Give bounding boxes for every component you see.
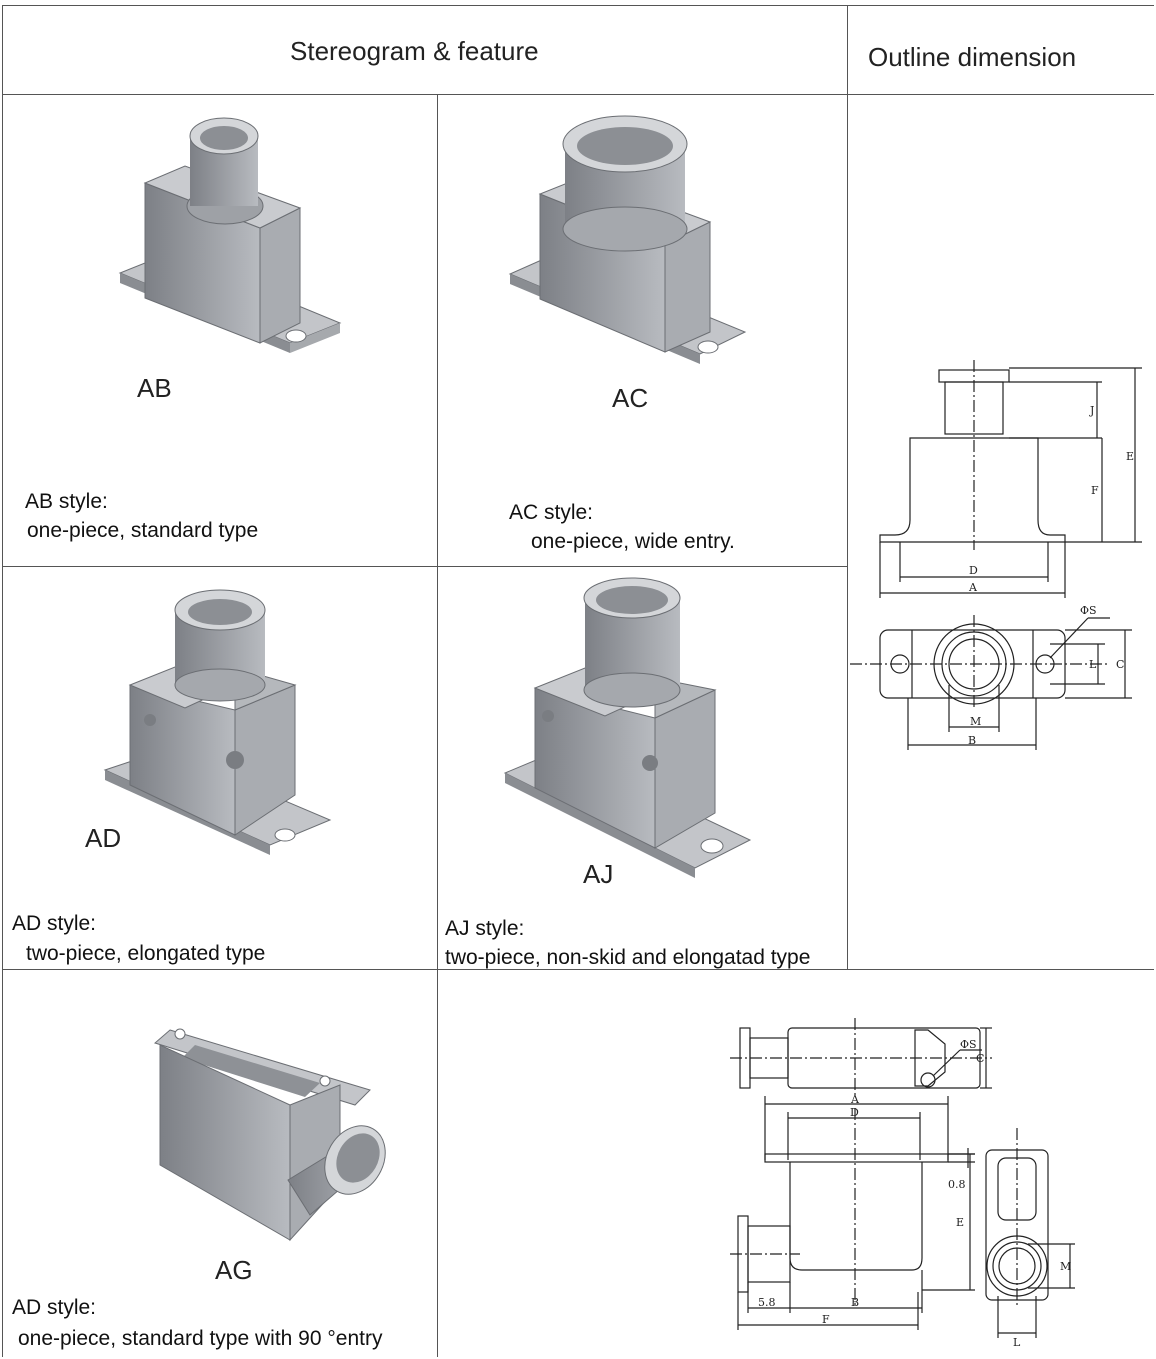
- row-divider-1: [2, 566, 848, 567]
- outline-drawing-bottom: ΦS C A D 0.8 E M 5.8 B F L: [730, 1018, 1075, 1349]
- ag-caption-title: AD style:: [12, 1296, 97, 1319]
- header-outline-dimension: Outline dimension: [868, 42, 1077, 72]
- header-divider: [2, 94, 1154, 95]
- dim-label: F: [1091, 484, 1099, 497]
- ad-hood-image: [103, 589, 332, 855]
- ab-caption-desc: one-piece, standard type: [27, 519, 259, 542]
- dim-label: L: [1013, 1336, 1021, 1349]
- col-divider-outline: [847, 5, 848, 969]
- ad-caption-title: AD style:: [12, 912, 97, 935]
- outline-drawing-top: J E F D A ΦS L C M B: [850, 360, 1142, 750]
- header-stereogram: Stereogram & feature: [290, 36, 539, 66]
- dim-label: D: [969, 564, 978, 577]
- dim-label: ΦS: [1080, 604, 1097, 617]
- dim-label: A: [850, 1093, 860, 1106]
- dim-label: L: [1089, 658, 1097, 671]
- table-border-top: [2, 5, 1154, 6]
- dim-label: J: [1089, 404, 1094, 417]
- dim-label: 5.8: [758, 1296, 776, 1309]
- dim-label: E: [956, 1216, 964, 1229]
- ag-code-label: AG: [215, 1255, 253, 1285]
- ag-caption-desc: one-piece, standard type with 90 °entry: [18, 1327, 383, 1350]
- dim-label: ΦS: [960, 1038, 977, 1051]
- aj-code-label: AJ: [583, 859, 614, 889]
- dim-label: M: [1060, 1260, 1071, 1273]
- dim-label: C: [976, 1052, 984, 1065]
- ab-caption-title: AB style:: [25, 490, 108, 513]
- dim-label: E: [1126, 450, 1134, 463]
- ac-code-label: AC: [612, 383, 649, 413]
- dim-label: 0.8: [948, 1178, 966, 1191]
- dim-label: C: [1116, 658, 1124, 671]
- row-divider-2: [2, 969, 1154, 970]
- aj-caption-desc: two-piece, non-skid and elongatad type: [445, 946, 811, 969]
- ac-caption-title: AC style:: [509, 501, 594, 524]
- dim-label: B: [851, 1296, 859, 1309]
- ac-hood-image: [508, 115, 747, 364]
- ad-caption-desc: two-piece, elongated type: [26, 942, 266, 965]
- dim-label: F: [822, 1313, 830, 1326]
- ag-hood-image: [153, 1028, 386, 1242]
- aj-caption-title: AJ style:: [445, 917, 525, 940]
- dim-label: A: [968, 581, 978, 594]
- ab-hood-image: [118, 117, 342, 353]
- table-border-left: [2, 5, 3, 1357]
- aj-hood-image: [503, 577, 752, 878]
- col-divider-main: [437, 94, 438, 1357]
- dim-label: M: [970, 715, 981, 728]
- ac-caption-desc: one-piece, wide entry.: [531, 530, 735, 553]
- ad-code-label: AD: [85, 823, 122, 853]
- dim-label: B: [968, 734, 976, 747]
- dim-label: D: [850, 1106, 859, 1119]
- ab-code-label: AB: [137, 373, 172, 403]
